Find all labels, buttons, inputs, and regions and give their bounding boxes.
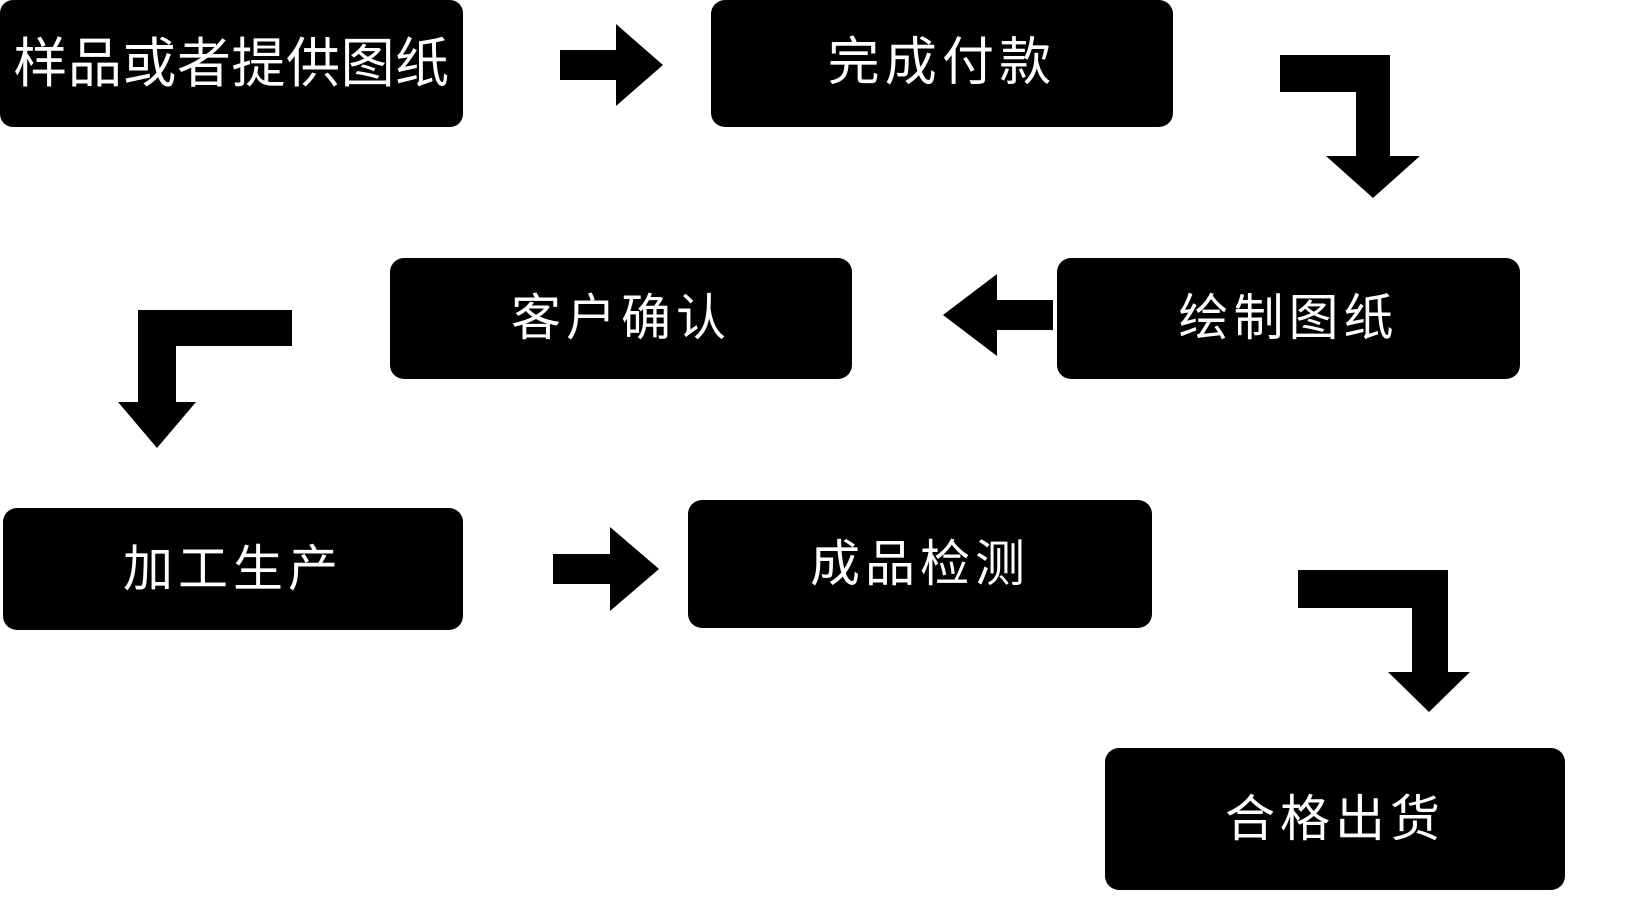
flow-node-sample-label: 样品或者提供图纸 [13,31,450,95]
arrow-right-icon [546,524,666,614]
flow-node-production[interactable]: 加工生产 [3,508,463,630]
flow-node-inspection-label: 成品检测 [810,534,1030,593]
flow-node-drawing[interactable]: 绘制图纸 [1057,258,1520,379]
flow-node-production-label: 加工生产 [123,539,343,598]
arrow-elbow-down-left-icon [112,300,308,456]
arrow-right-icon [553,22,669,108]
arrow-elbow-down-right-icon [1272,46,1434,208]
flow-node-drawing-label: 绘制图纸 [1178,289,1399,347]
flow-node-confirm-label: 客户确认 [511,289,731,347]
flow-node-confirm[interactable]: 客户确认 [390,258,852,379]
arrow-elbow-down-right-icon [1288,560,1484,722]
flow-node-sample[interactable]: 样品或者提供图纸 [0,0,463,127]
flow-node-inspection[interactable]: 成品检测 [688,500,1152,628]
flow-node-payment[interactable]: 完成付款 [711,0,1173,127]
flow-node-shipping-label: 合格出货 [1225,789,1445,848]
flow-node-shipping[interactable]: 合格出货 [1105,748,1565,890]
arrow-left-icon [935,272,1060,358]
flow-node-payment-label: 完成付款 [827,32,1057,93]
